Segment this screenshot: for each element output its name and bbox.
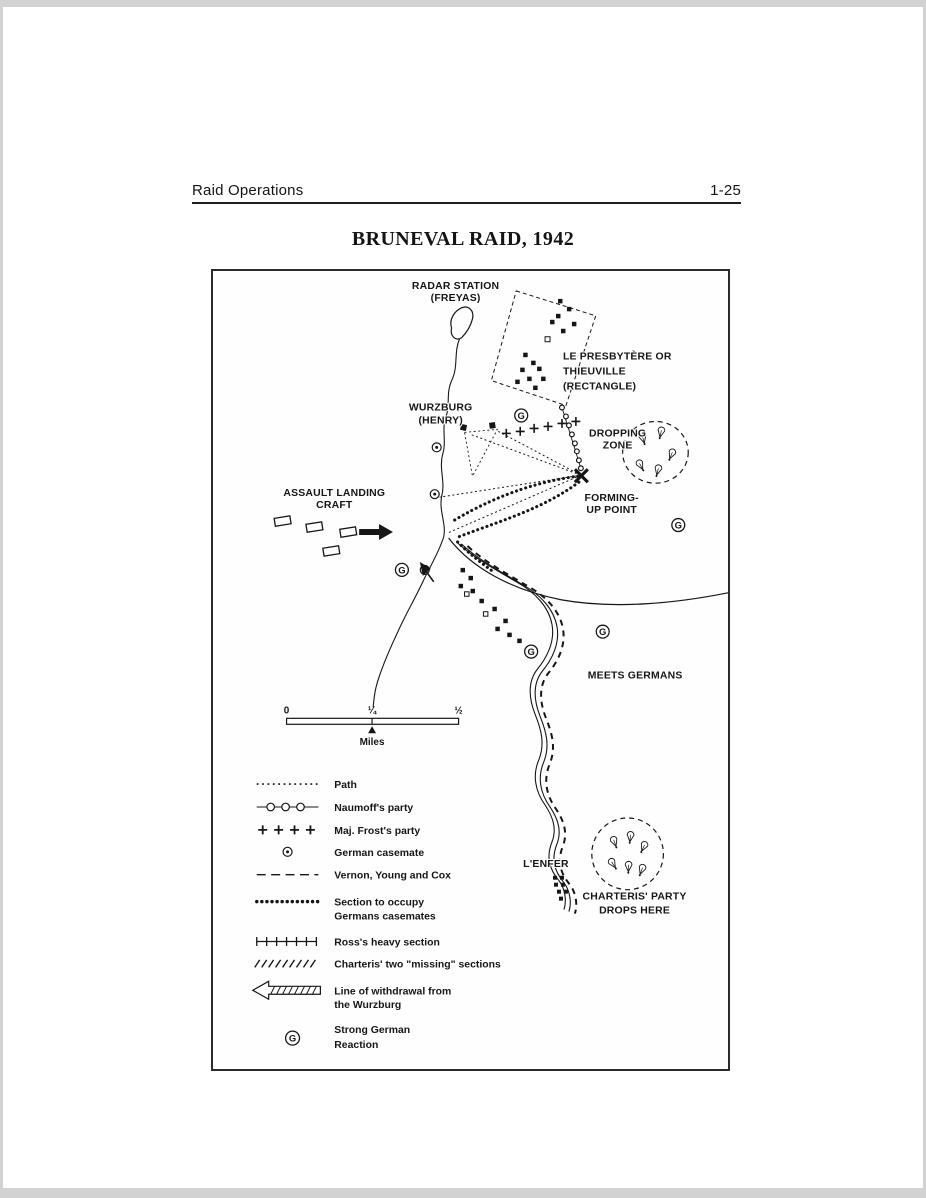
legend-label-withdrawal-2: the Wurzburg — [334, 1000, 401, 1011]
map-labels: RADAR STATION (FREYAS) LE PRESBYTÈRE OR … — [282, 280, 687, 918]
map-legend: Path Naumoff's party Maj. Frost's party … — [251, 780, 501, 1051]
legend-label-section-2: Germans casemates — [334, 912, 436, 923]
legend-label-withdrawal-1: Line of withdrawal from — [334, 986, 451, 997]
g-marker: G — [289, 1034, 296, 1045]
raid-map: G G G G G — [251, 280, 728, 1051]
parachute-icon — [608, 835, 621, 850]
legend-label-frost: Maj. Frost's party — [334, 826, 420, 837]
scale-tick-0: 0 — [284, 705, 290, 716]
scale-unit: Miles — [360, 737, 385, 748]
legend-casemate-symbol — [282, 846, 293, 857]
legend-g-symbol: G — [284, 1030, 301, 1046]
wurzburg-site — [460, 422, 499, 478]
assault-craft-label-2: CRAFT — [316, 500, 353, 511]
g-marker: G — [398, 565, 405, 576]
parachute-icon — [606, 856, 620, 872]
legend-label-path: Path — [334, 780, 357, 791]
legend-label-section-1: Section to occupy — [334, 898, 424, 909]
legend-label-vernon: Vernon, Young and Cox — [334, 871, 451, 882]
wurzburg-label-1: WURZBURG — [409, 402, 473, 413]
casemate-markers — [419, 442, 442, 575]
map-frame: G G G G G — [211, 269, 730, 1071]
withdrawal-arrow-marker — [419, 561, 435, 583]
naumoff-route — [558, 404, 584, 472]
g-marker: G — [599, 627, 606, 638]
scale-bar: 0 ¼ ½ Miles — [284, 705, 463, 748]
german-reaction-markers: G G G G G — [394, 408, 686, 659]
forming-up-x-marker — [573, 468, 589, 484]
forming-up-label-1: FORMING- — [585, 493, 640, 504]
parachute-icon — [637, 839, 650, 855]
dropping-zone-label-1: DROPPING — [589, 428, 646, 439]
village-buildings — [458, 567, 522, 644]
parachute-icon — [665, 447, 678, 463]
scale-tick-quarter: ¼ — [368, 705, 377, 716]
presbytere-label-2: THIEUVILLE — [563, 367, 626, 378]
radar-station-label-1: RADAR STATION — [412, 281, 499, 292]
presbytere-buildings — [515, 298, 577, 391]
dropping-zone — [622, 420, 689, 484]
parachute-icon — [652, 463, 664, 479]
scale-tick-half: ½ — [454, 705, 462, 716]
forming-up-label-2: UP POINT — [586, 505, 637, 516]
parachute-icon — [655, 425, 666, 441]
presbytere-enclosure — [490, 290, 597, 407]
g-marker: G — [527, 647, 534, 658]
frost-route — [501, 416, 581, 438]
figure-title: BRUNEVAL RAID, 1942 — [351, 228, 575, 250]
parachute-icon — [625, 830, 635, 845]
legend-label-casemate: German casemate — [334, 848, 424, 859]
legend-naumoff-symbol — [256, 802, 319, 812]
g-marker: G — [518, 411, 525, 422]
coastline — [448, 537, 728, 606]
legend-withdrawal-symbol — [251, 980, 321, 1001]
charteris-label-1: CHARTERIS' PARTY — [583, 892, 687, 903]
parachute-icon — [624, 860, 633, 875]
parachute-icon — [634, 458, 648, 474]
legend-ross-symbol — [256, 936, 318, 946]
assault-landing-craft — [273, 515, 393, 557]
charteris-label-2: DROPS HERE — [599, 906, 670, 917]
lenfer-buildings — [553, 875, 568, 901]
legend-charteris-missing-symbol — [254, 959, 316, 968]
legend-label-charteris-missing: Charteris' two "missing" sections — [334, 959, 501, 970]
assault-direction-arrow — [359, 524, 393, 540]
assault-craft-label-1: ASSAULT LANDING — [283, 488, 385, 499]
roads — [372, 338, 461, 708]
presbytere-label-3: (RECTANGLE) — [563, 382, 636, 393]
radar-station-label-2: (FREYAS) — [431, 293, 481, 304]
legend-label-naumoff: Naumoff's party — [334, 803, 413, 814]
radar-station-outline — [450, 306, 474, 340]
lenfer-label: L'ENFER — [523, 859, 569, 870]
presbytere-label-1: LE PRESBYTÈRE OR — [563, 350, 672, 363]
header-section-title: Raid Operations — [192, 182, 304, 199]
legend-label-ross: Ross's heavy section — [334, 937, 440, 948]
dropping-zone-label-2: ZONE — [603, 440, 633, 451]
legend-label-german-1: Strong German — [334, 1025, 410, 1036]
legend-label-german-2: Reaction — [334, 1040, 378, 1051]
casemate-sections-route — [453, 474, 581, 574]
charteris-drop-zone — [591, 817, 664, 891]
page-header: Raid Operations 1-25 — [192, 182, 741, 204]
meets-germans-label: MEETS GERMANS — [588, 670, 683, 681]
g-marker: G — [675, 521, 682, 532]
page-number: 1-25 — [710, 182, 741, 199]
wurzburg-label-2: (HENRY) — [418, 415, 462, 426]
legend-frost-symbol — [258, 825, 315, 835]
parachute-icon — [635, 862, 648, 878]
